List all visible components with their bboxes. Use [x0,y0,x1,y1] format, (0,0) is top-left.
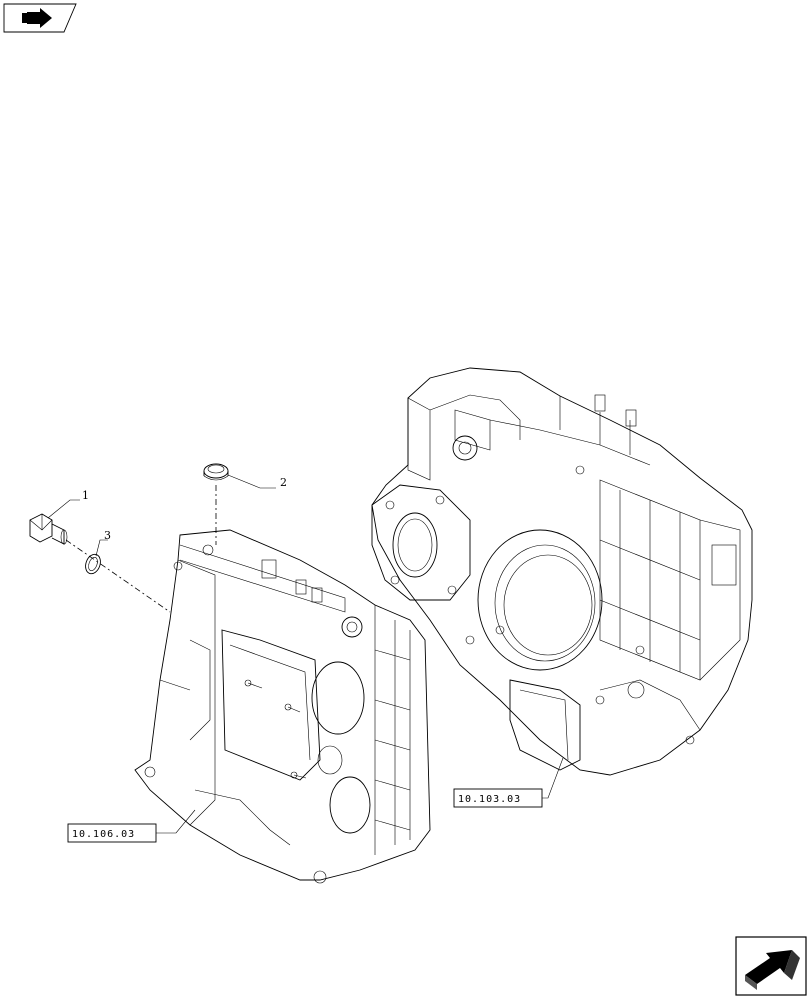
callout-2-leader [227,474,276,489]
reference-flywheel-housing[interactable]: 10.103.03 [453,757,564,808]
front-housing [134,529,431,884]
reference-front-housing[interactable]: 10.106.03 [67,809,196,843]
part-1-3-centerline [65,539,171,613]
callout-3[interactable]: 3 [104,529,111,542]
part-3-o-ring[interactable] [83,552,103,576]
callout-1-leader [47,499,80,519]
reference-flywheel-housing-label: 10.103.03 [458,794,521,805]
callout-1[interactable]: 1 [82,489,89,502]
header-arrow-icon[interactable] [3,3,77,33]
callout-3-leader [95,539,108,557]
part-1-plug[interactable] [29,513,68,545]
flywheel-housing [371,367,753,776]
callout-2[interactable]: 2 [280,476,287,489]
next-page-arrow-icon[interactable] [735,936,807,996]
part-2-ring[interactable] [203,463,229,481]
reference-front-housing-label: 10.106.03 [72,829,135,840]
